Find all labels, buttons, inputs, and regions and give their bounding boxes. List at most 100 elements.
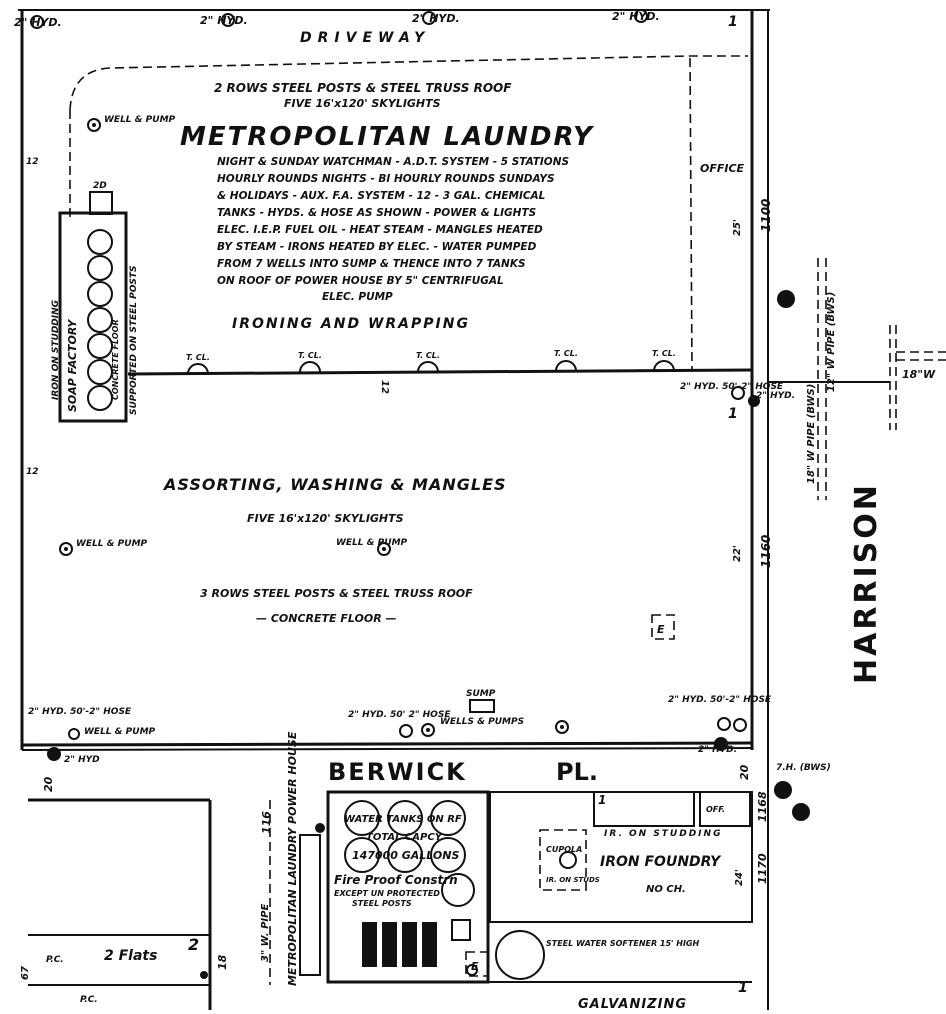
- pump-box: [451, 919, 471, 941]
- block-bottom-line: [21, 741, 753, 747]
- soap-factory-label: SOAP FACTORY: [66, 319, 79, 412]
- fireproof-label: Fire Proof Constrn: [334, 873, 458, 887]
- gallons-label: 147000 GALLONS: [352, 849, 459, 862]
- number-67: 67: [20, 966, 31, 980]
- foundry-room: [593, 791, 695, 827]
- well-pump-label-3: WELL & PUMP: [336, 538, 408, 548]
- iron-foundry-label: IRON FOUNDRY: [600, 854, 722, 870]
- note-line-2: HOURLY ROUNDS NIGHTS - BI HOURLY ROUNDS …: [217, 173, 555, 185]
- note-line-1: NIGHT & SUNDAY WATCHMAN - A.D.T. SYSTEM …: [217, 156, 569, 168]
- office-dashed-line: [689, 57, 693, 371]
- solid-hydrant-dots: [47, 290, 810, 979]
- water-tank-circles: [344, 800, 475, 907]
- hydrant-markers: [30, 9, 747, 976]
- tcl-label-2: T. CL.: [298, 351, 322, 360]
- well-pump-label-1: WELL & PUMP: [104, 115, 176, 125]
- e-mark-upper: E: [657, 623, 665, 636]
- height-22: 22': [732, 545, 743, 562]
- pipe-18-label: 18" W PIPE (BWS): [806, 384, 817, 484]
- tcl-label-4: T. CL.: [554, 349, 578, 358]
- water-pipes: [269, 258, 946, 985]
- driveway-label: DRIVEWAY: [300, 30, 430, 46]
- ironing-wrapping-label: IRONING AND WRAPPING: [232, 316, 470, 332]
- note-line-5: ELEC. I.E.P. FUEL OIL - HEAT STEAM - MAN…: [217, 224, 543, 236]
- pc-label-1: P.C.: [46, 955, 64, 965]
- number-12-c: 12: [379, 380, 390, 394]
- two-flats-label: 2 Flats: [104, 948, 157, 964]
- height-24: 24': [734, 869, 745, 886]
- assorting-washing-label: ASSORTING, WASHING & MANGLES: [162, 475, 507, 494]
- number-12-a: 12: [26, 157, 39, 167]
- well-pump-markers: [59, 118, 569, 737]
- height-25: 25': [732, 219, 743, 236]
- no-ch-label: NO CH.: [646, 884, 686, 895]
- note-line-9: ELEC. PUMP: [322, 291, 393, 303]
- metropolitan-laundry-title: METROPOLITAN LAUNDRY: [180, 122, 595, 152]
- hyd-top-mid2-label: 2" HYD.: [412, 12, 460, 25]
- building-notes: NIGHT & SUNDAY WATCHMAN - A.D.T. SYSTEM …: [217, 156, 569, 303]
- boiler-annex: [299, 834, 321, 976]
- hyd-bottom-right-label: 2" HYD.: [698, 745, 737, 755]
- water-tanks-label: WATER TANKS ON RF: [344, 814, 462, 825]
- soap-steel-posts-label: SUPPORTED ON STEEL POSTS: [129, 265, 139, 415]
- note-line-3: & HOLIDAYS - AUX. F.A. SYSTEM - 12 - 3 G…: [217, 190, 545, 202]
- boiler-3: [402, 922, 417, 967]
- address-1160: 1160: [759, 535, 773, 568]
- number-1-b: 1: [738, 980, 748, 996]
- building-dashed-outline: [69, 55, 748, 111]
- steel-posts-label: STEEL POSTS: [352, 899, 412, 908]
- pc-label-2: P.C.: [80, 995, 98, 1005]
- cupola-box: [539, 829, 587, 891]
- note-line-4: TANKS - HYDS. & HOSE AS SHOWN - POWER & …: [217, 207, 536, 219]
- roof-upper-label: 2 ROWS STEEL POSTS & STEEL TRUSS ROOF: [214, 81, 512, 95]
- note-line-6: BY STEAM - IRONS HEATED BY ELEC. - WATER…: [217, 241, 537, 253]
- number-1-c: 1: [598, 793, 606, 807]
- berwick-street-label: BERWICK: [328, 758, 467, 786]
- total-capacity-label: TOTAL CAPCY: [366, 832, 444, 843]
- steel-water-softener-label: STEEL WATER SOFTENER 15' HIGH: [546, 939, 700, 948]
- tcl-label-5: T. CL.: [652, 349, 676, 358]
- hyd-left-lower-label: 2" HYD. 50'-2" HOSE: [28, 707, 132, 717]
- number-1-a: 1: [728, 406, 738, 422]
- hyd-left-bottom-label: 2" HYD: [64, 755, 100, 765]
- iron-on-studding-label: IR. ON STUDDING: [604, 829, 722, 839]
- galvanizing-label: GALVANIZING: [578, 997, 687, 1012]
- address-1100: 1100: [759, 199, 773, 232]
- well-pump-label-2: WELL & PUMP: [76, 539, 148, 549]
- pl-street-label: PL.: [556, 758, 598, 786]
- address-1168: 1168: [756, 791, 769, 822]
- hyd-top-left-label: 2" HYD.: [14, 16, 62, 29]
- water-softener-circle: [495, 930, 545, 980]
- soap-factory-tanks: [87, 229, 113, 411]
- except-unprotected-label: EXCEPT UN PROTECTED: [334, 889, 440, 898]
- skylights-upper-label: FIVE 16'x120' SKYLIGHTS: [284, 97, 441, 110]
- note-line-7: FROM 7 WELLS INTO SUMP & THENCE INTO 7 T…: [217, 258, 526, 270]
- number-20-a: 20: [42, 776, 55, 792]
- boiler-4: [422, 922, 437, 967]
- office-label: OFFICE: [700, 162, 745, 175]
- number-116: 116: [260, 811, 273, 834]
- tcl-label-3: T. CL.: [416, 351, 440, 360]
- soap-2d-label: 2D: [93, 181, 107, 191]
- th-label: 7.H. (BWS): [776, 763, 831, 773]
- roof-lower-label: 3 ROWS STEEL POSTS & STEEL TRUSS ROOF: [200, 587, 473, 600]
- hyd-mid-bottom-label: 2" HYD. 50' 2" HOSE: [348, 710, 451, 720]
- hyd-right-upper-label: 2" HYD. 50'-2" HOSE: [680, 382, 784, 392]
- number-2: 2: [188, 935, 199, 954]
- e-box-upper: [651, 614, 675, 640]
- pipe-18-short-label: 18"W: [902, 368, 936, 381]
- boiler-1: [362, 922, 377, 967]
- skylights-lower-label: FIVE 16'x120' SKYLIGHTS: [247, 512, 404, 525]
- harrison-street-label: HARRISON: [849, 482, 884, 684]
- block-bottom-line-2: [21, 747, 753, 751]
- soap-iron-studding-label: IRON ON STUDDING: [51, 300, 61, 400]
- cupola-label: CUPOLA: [546, 845, 582, 854]
- tcl-label-1: T. CL.: [186, 353, 210, 362]
- well-pump-left-label: WELL & PUMP: [84, 727, 156, 737]
- off-label: OFF.: [706, 805, 725, 814]
- ir-on-studs-label: IR. ON STUDS: [546, 876, 600, 884]
- number-12-b: 12: [26, 467, 39, 477]
- pipe-3-label: 3" W. PIPE: [260, 904, 271, 962]
